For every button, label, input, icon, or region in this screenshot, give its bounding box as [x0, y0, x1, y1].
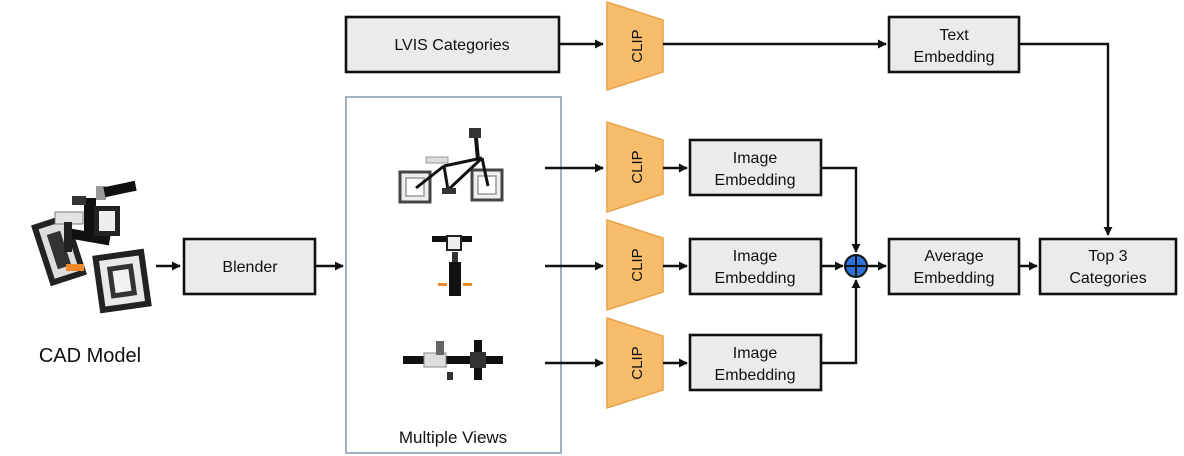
top3-line2: Categories	[1069, 270, 1146, 287]
cad-model-caption: CAD Model	[39, 345, 141, 367]
lvis-categories-box: LVIS Categories	[344, 15, 561, 74]
cad-model-illustration	[31, 180, 152, 314]
clip-encoder-view1: CLIP	[606, 120, 664, 214]
clip-encoder-view2: CLIP	[606, 218, 664, 312]
image-embedding-line1: Image	[733, 248, 778, 265]
lvis-categories-label: LVIS Categories	[394, 37, 509, 54]
bike-side-view	[398, 128, 504, 204]
clip-label: CLIP	[629, 346, 646, 379]
average-embedding-line2: Embedding	[914, 270, 995, 287]
clip-label: CLIP	[629, 150, 646, 183]
image-embedding-box-2: Image Embedding	[688, 237, 823, 296]
clip-label: CLIP	[629, 248, 646, 281]
text-embedding-line2: Embedding	[914, 49, 995, 66]
image-embedding-line1: Image	[733, 345, 778, 362]
arrow-image-embedding1-to-sum	[821, 166, 861, 253]
text-embedding-line1: Text	[939, 27, 969, 44]
multiple-views-panel: Multiple Views	[345, 96, 562, 454]
arrow-image-embedding3-to-sum	[821, 279, 861, 365]
blender-box: Blender	[182, 237, 317, 296]
clip-encoder-view3: CLIP	[606, 316, 664, 410]
top3-line1: Top 3	[1088, 248, 1127, 265]
sum-node-icon	[844, 254, 868, 278]
bike-top-view	[403, 340, 503, 380]
blender-label: Blender	[222, 259, 278, 276]
bike-front-view	[432, 235, 472, 296]
top3-categories-box: Top 3 Categories	[1038, 237, 1178, 296]
clip-label: CLIP	[629, 29, 646, 62]
text-embedding-box: Text Embedding	[887, 15, 1021, 74]
clip-encoder-text: CLIP	[606, 0, 664, 92]
multiple-views-caption: Multiple Views	[399, 428, 507, 447]
image-embedding-line2: Embedding	[715, 172, 796, 189]
image-embedding-line2: Embedding	[715, 367, 796, 384]
image-embedding-box-1: Image Embedding	[688, 138, 823, 197]
image-embedding-box-3: Image Embedding	[688, 333, 823, 392]
average-embedding-box: Average Embedding	[887, 237, 1021, 296]
image-embedding-line1: Image	[733, 150, 778, 167]
arrow-text-embedding-to-top3	[1019, 42, 1113, 236]
average-embedding-line1: Average	[924, 248, 983, 265]
image-embedding-line2: Embedding	[715, 270, 796, 287]
